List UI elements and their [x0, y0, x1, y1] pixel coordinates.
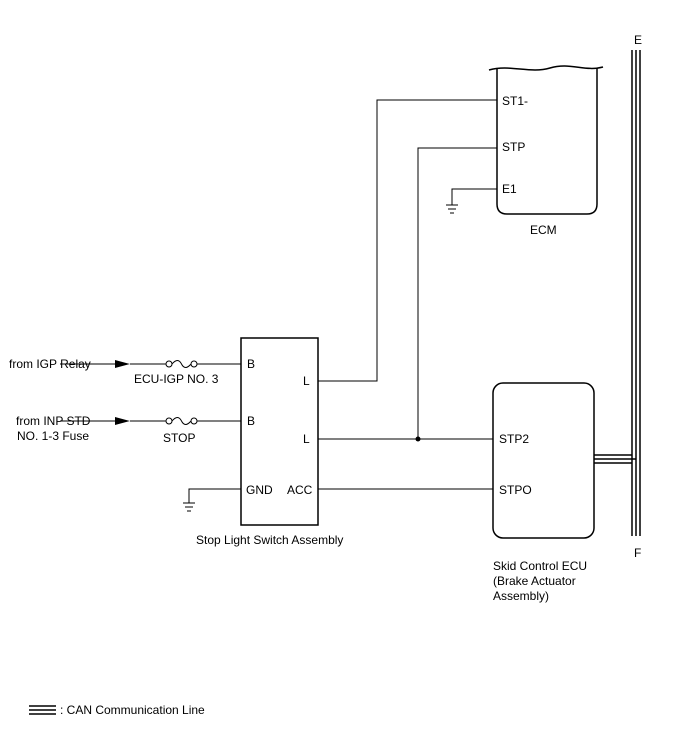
skid-ecu-label-2: (Brake Actuator: [493, 574, 576, 588]
ecm-pin-st1: ST1-: [502, 94, 528, 108]
switch-pin-l2: L: [303, 432, 310, 446]
switch-box: [240, 337, 319, 526]
ecm-pin-e1: E1: [502, 182, 517, 196]
source-inp-std-1: from INP STD: [16, 414, 91, 428]
skid-ecu-label-1: Skid Control ECU: [493, 559, 587, 573]
wire-stp: [417, 147, 497, 439]
switch-pin-gnd: GND: [246, 483, 273, 497]
fuse-stop-label: STOP: [163, 431, 195, 445]
ecm-label: ECM: [530, 223, 557, 237]
switch-pin-l1: L: [303, 374, 310, 388]
skid-ecu-label-3: Assembly): [493, 589, 549, 603]
skid-ecu-pin-stpo: STPO: [499, 483, 532, 497]
ecm-component: ST1- STP E1 ECM: [488, 65, 604, 237]
legend: : CAN Communication Line: [29, 703, 205, 717]
ground-ecm-icon: [446, 204, 458, 214]
source-inp-std-2: NO. 1-3 Fuse: [17, 429, 89, 443]
bus-label-f: F: [634, 546, 641, 560]
ecm-torn-edge: [488, 65, 604, 71]
fuse-ecu-igp-icon: [165, 360, 198, 368]
skid-ecu-pin-stp2: STP2: [499, 432, 529, 446]
ecm-pin-stp: STP: [502, 140, 525, 154]
wires: [60, 99, 497, 503]
source-igp-relay: from IGP Relay: [9, 357, 91, 371]
ground-switch-icon: [183, 502, 195, 512]
skid-control-ecu: STP2 STPO Skid Control ECU (Brake Actuat…: [492, 382, 595, 603]
skid-ecu-box: [492, 382, 595, 539]
wire-junction: [415, 436, 421, 442]
arrow-igp-icon: [115, 360, 130, 368]
bus-label-e: E: [634, 33, 642, 47]
switch-pin-b2: B: [247, 414, 255, 428]
stop-light-switch: B B GND L L ACC Stop Light Switch Assemb…: [196, 337, 343, 547]
can-line-legend-icon: [29, 705, 56, 715]
can-bus: E F: [594, 33, 642, 560]
ecm-box: [496, 68, 598, 215]
switch-pin-b1: B: [247, 357, 255, 371]
wire-st1: [318, 99, 497, 382]
wire-gnd-ground: [188, 488, 241, 503]
switch-pin-acc: ACC: [287, 483, 313, 497]
fuse-ecu-igp-label: ECU-IGP NO. 3: [134, 372, 219, 386]
fuse-stop-icon: [165, 417, 198, 425]
legend-label: : CAN Communication Line: [60, 703, 205, 717]
switch-label: Stop Light Switch Assembly: [196, 533, 343, 547]
wire-e1-ground: [451, 188, 497, 205]
arrow-inp-icon: [115, 417, 130, 425]
